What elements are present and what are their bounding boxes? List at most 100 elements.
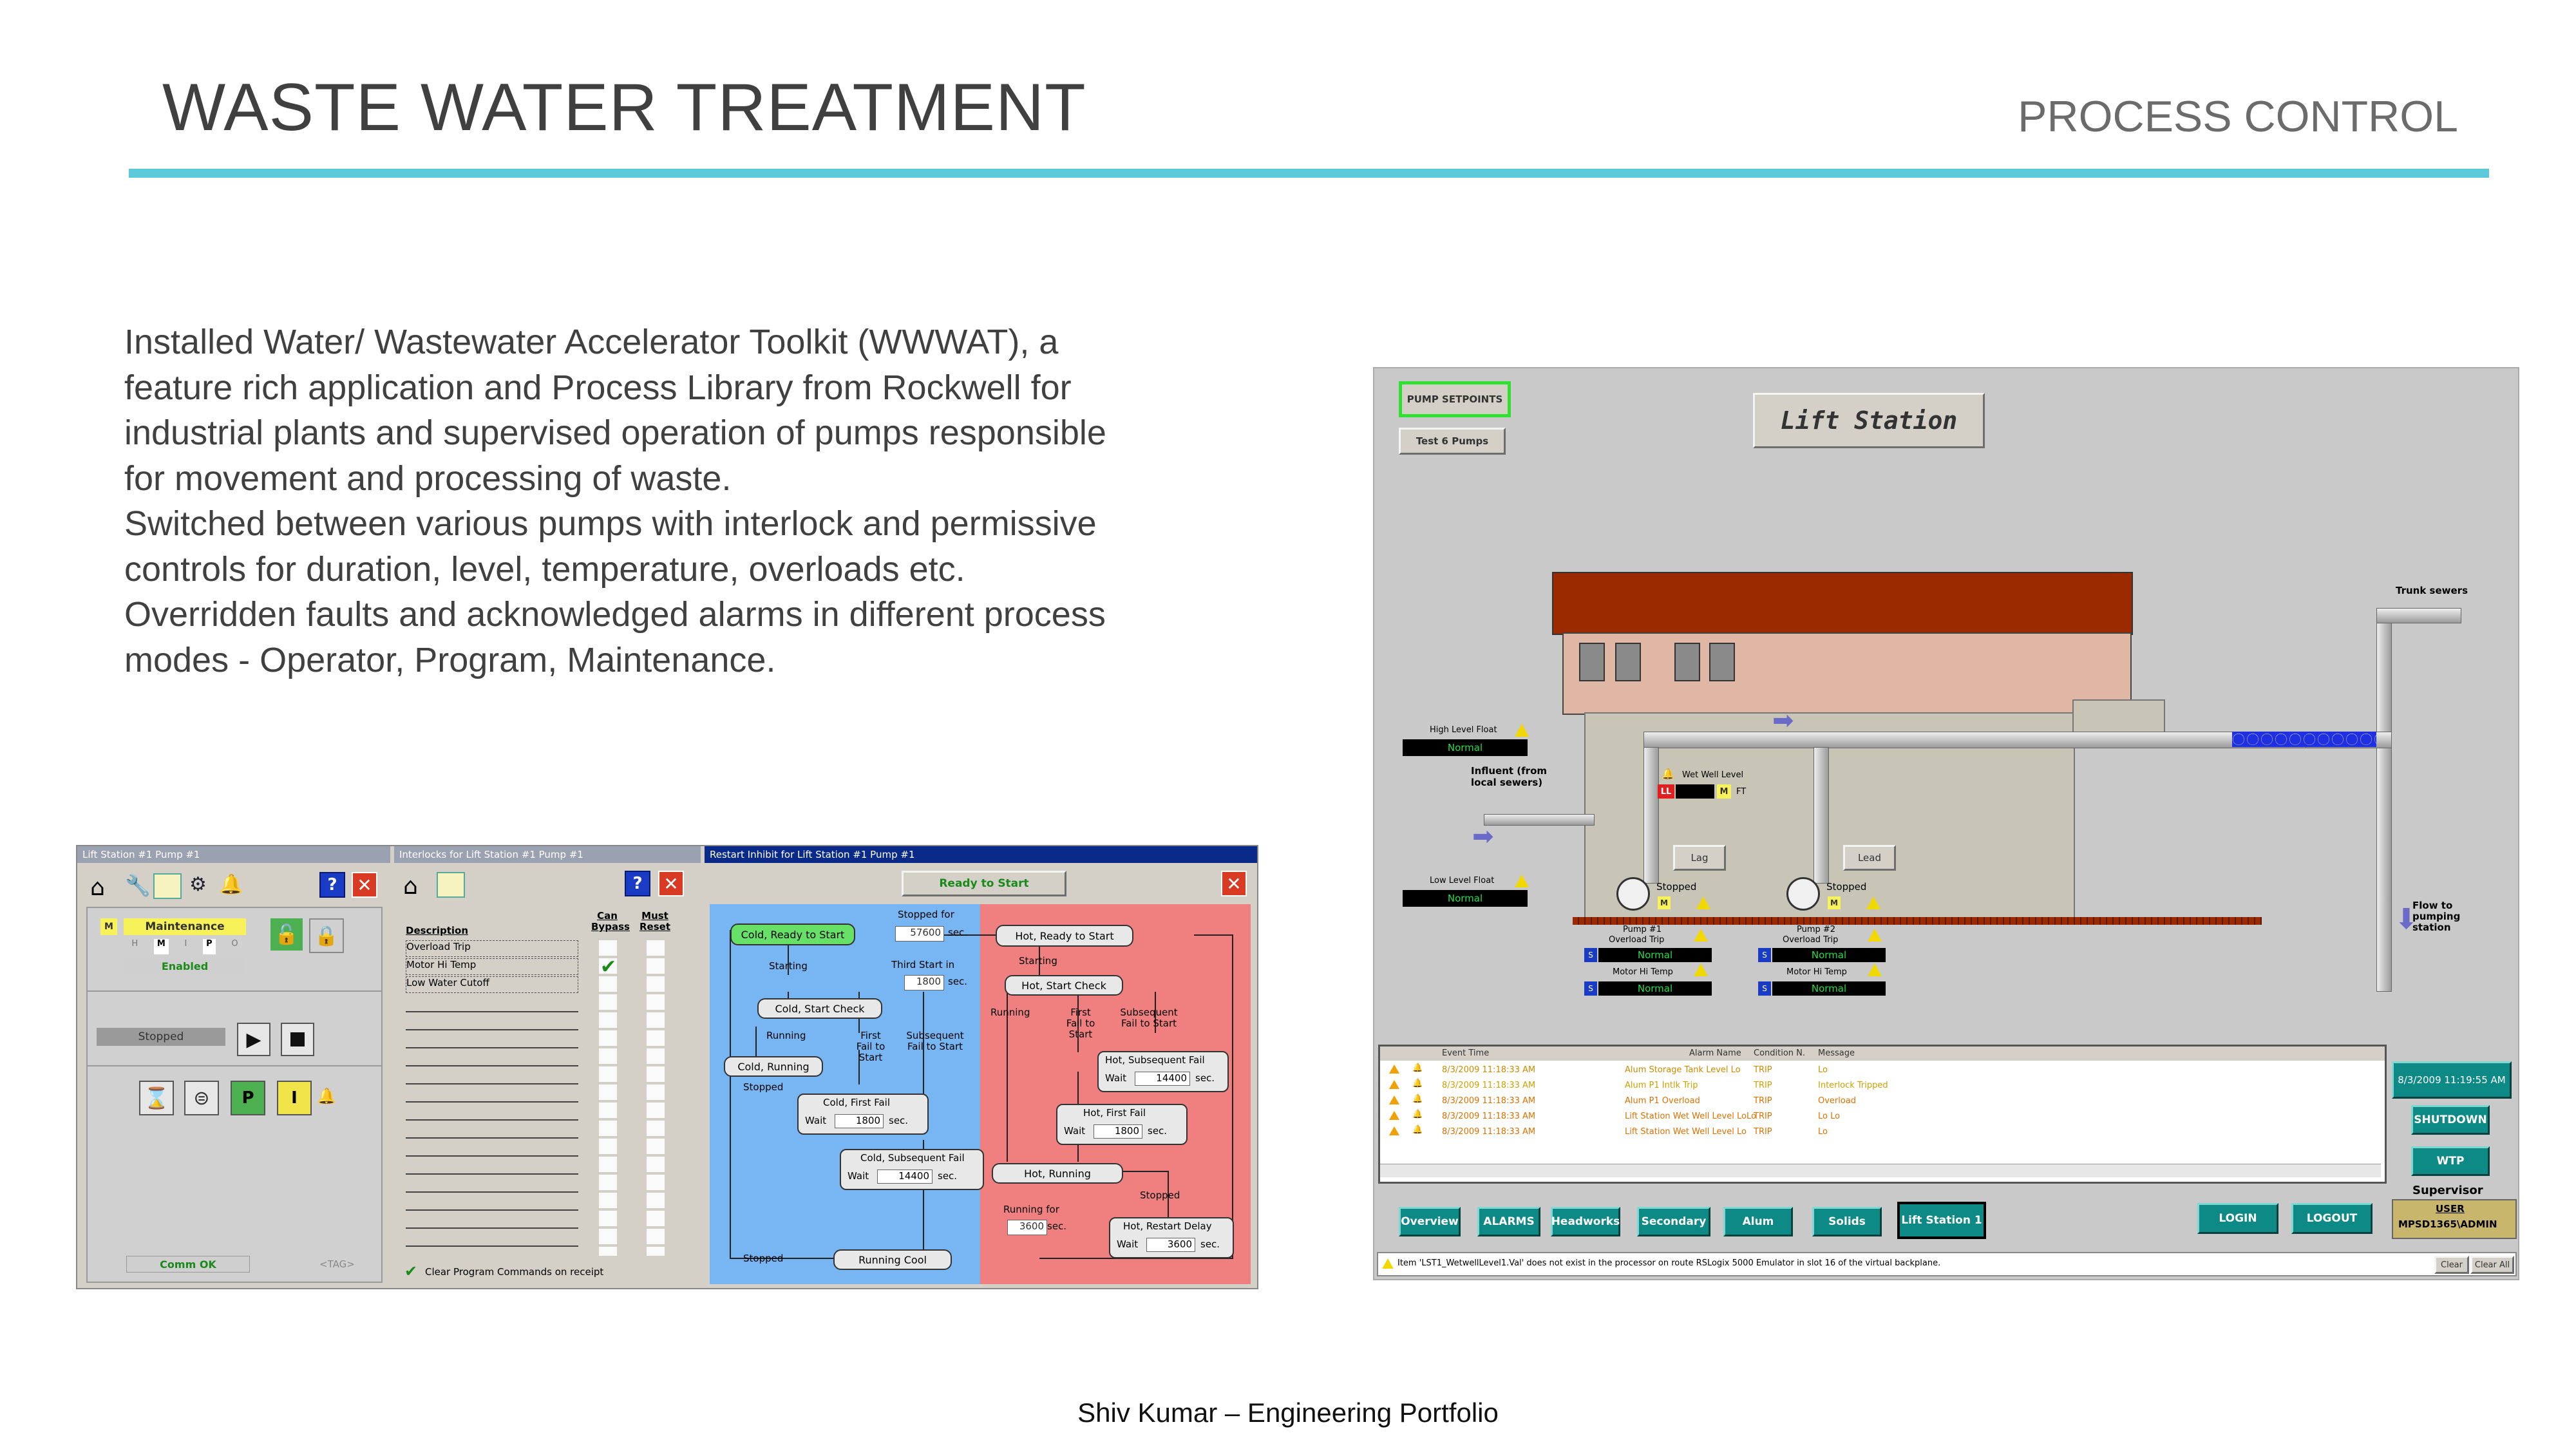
hot-running-state: Hot, Running	[992, 1163, 1123, 1184]
pump-setpoints-button[interactable]: PUMP SETPOINTS	[1399, 381, 1511, 417]
mode-key-h[interactable]: H	[131, 939, 138, 949]
cold-ready-state: Cold, Ready to Start	[730, 923, 855, 945]
alarm-summary[interactable]: Event Time Alarm Name Condition N. Messa…	[1378, 1045, 2387, 1184]
home-icon[interactable]: ⌂	[90, 875, 105, 901]
nav-solids[interactable]: Solids	[1812, 1207, 1882, 1236]
lock-icon[interactable]: 🔒	[309, 918, 344, 953]
nav-overview[interactable]: Overview	[1399, 1207, 1461, 1236]
title-divider	[129, 169, 2489, 178]
alarm-name: Alum Storage Tank Level Lo	[1625, 1065, 1741, 1075]
alarm-message: Interlock Tripped	[1818, 1081, 1888, 1090]
wait-value: 3600	[1146, 1238, 1195, 1252]
status-badge: S	[1584, 948, 1597, 962]
alarm-message: Overload	[1818, 1096, 1857, 1106]
mode-key-o[interactable]: O	[231, 939, 238, 949]
lock-open-icon[interactable]: 🔓	[270, 918, 303, 951]
pump1-mode: M	[1658, 896, 1671, 909]
warning-icon	[1515, 875, 1529, 887]
warning-icon	[1868, 929, 1882, 942]
lead-button[interactable]: Lead	[1843, 845, 1896, 871]
running-label: Running	[766, 1030, 806, 1041]
alarm-scrollbar[interactable]	[1380, 1164, 2381, 1177]
window	[1709, 643, 1735, 681]
restart-inhibit-icon[interactable]: I	[277, 1081, 312, 1115]
cold-subsequent-fail-label: Cold, Subsequent Fail	[860, 1152, 965, 1164]
hot-subsequent-fail-state: Hot, Subsequent Fail Wait 14400 sec.	[1097, 1051, 1229, 1092]
home-icon[interactable]: ⌂	[403, 873, 418, 900]
nav-alarms[interactable]: ALARMS	[1477, 1207, 1540, 1236]
stop-icon[interactable]	[281, 1023, 314, 1056]
permissive-icon[interactable]: P	[231, 1081, 265, 1115]
clear-all-button[interactable]: Clear All	[2470, 1256, 2514, 1274]
first-fail-label: First Fail to Start	[1066, 1007, 1095, 1040]
motor-value: Normal	[1772, 981, 1886, 996]
trend-icon[interactable]	[153, 873, 182, 899]
stopped-label: Stopped	[743, 1081, 784, 1093]
pump-state: Stopped	[97, 1028, 225, 1046]
alarm-condition: TRIP	[1754, 1127, 1772, 1137]
col-bypass: Can Bypass	[591, 910, 630, 933]
cold-subsequent-fail-state: Cold, Subsequent Fail Wait 14400 sec.	[840, 1149, 984, 1190]
stopped-for-label: Stopped for	[898, 909, 954, 920]
nav-headworks[interactable]: Headworks	[1551, 1207, 1620, 1236]
ready-status: Ready to Start	[902, 871, 1066, 896]
check-icon[interactable]: ✔	[600, 956, 617, 978]
user-box: USER MPSD1365\ADMIN	[2392, 1199, 2517, 1239]
wait-label: Wait	[1064, 1125, 1086, 1137]
interlock-icon[interactable]: ⊜	[184, 1081, 219, 1115]
wtp-button[interactable]: WTP	[2411, 1146, 2490, 1176]
close-icon[interactable]: ✕	[658, 871, 684, 896]
supervisor-label: Supervisor	[2412, 1184, 2483, 1197]
close-icon[interactable]: ✕	[1221, 871, 1247, 896]
mode-key-p[interactable]: P	[203, 939, 216, 954]
nav-lift-station-1[interactable]: Lift Station 1	[1897, 1202, 1986, 1239]
stopped-for-value: 57600	[895, 926, 944, 942]
mode-key-m[interactable]: M	[153, 939, 169, 954]
lag-button[interactable]: Lag	[1673, 845, 1726, 871]
help-icon[interactable]: ?	[319, 872, 345, 898]
hourglass-icon[interactable]: ⌛	[139, 1081, 174, 1115]
trend-icon[interactable]	[437, 872, 465, 898]
logout-button[interactable]: LOGOUT	[2291, 1203, 2372, 1234]
interlocks-panel: Interlocks for Lift Station #1 Pump #1 ⌂…	[394, 846, 701, 1288]
nav-secondary[interactable]: Secondary	[1637, 1207, 1710, 1236]
test-pumps-button[interactable]: Test 6 Pumps	[1399, 428, 1506, 455]
low-float-value: Normal	[1403, 890, 1528, 907]
pump-faceplate: Lift Station #1 Pump #1 ⌂ 🔧 ⚙ 🔔 ? ✕ M Ma…	[77, 846, 390, 1288]
header-alarm-name[interactable]: Alarm Name	[1689, 1048, 1741, 1058]
body-text: Installed Water/ Wastewater Accelerator …	[124, 319, 1155, 683]
trunk-top-pipe	[2376, 608, 2461, 623]
shutdown-button[interactable]: SHUTDOWN	[2411, 1105, 2490, 1135]
building-wall	[1562, 632, 2132, 715]
help-icon[interactable]: ?	[625, 871, 650, 896]
clear-button[interactable]: Clear	[2434, 1256, 2469, 1274]
warning-icon	[1382, 1258, 1394, 1269]
start-icon[interactable]: ▶	[237, 1023, 270, 1056]
overload-label: Overload Trip	[1609, 935, 1665, 945]
hot-first-fail-label: Hot, First Fail	[1083, 1107, 1146, 1119]
close-icon[interactable]: ✕	[352, 872, 377, 898]
hot-first-fail-state: Hot, First Fail Wait 1800 sec.	[1056, 1104, 1188, 1145]
alarm-time: 8/3/2009 11:18:33 AM	[1442, 1096, 1536, 1106]
alarm-bell-icon[interactable]: 🔔	[219, 873, 243, 896]
wet-well-value	[1676, 784, 1714, 799]
nav-alum[interactable]: Alum	[1723, 1207, 1793, 1236]
check-icon[interactable]: ✔	[404, 1262, 418, 1280]
sec-label: sec.	[889, 1115, 909, 1126]
alarm-bell-icon: 🔔	[1412, 1125, 1423, 1135]
header-message[interactable]: Message	[1818, 1048, 1855, 1058]
body-paragraph: Overridden faults and acknowledged alarm…	[124, 595, 1106, 679]
login-button[interactable]: LOGIN	[2197, 1203, 2278, 1234]
trunk-pipe	[2376, 616, 2392, 992]
settings-icon[interactable]: ⚙	[189, 873, 207, 896]
mode-key-i[interactable]: I	[184, 939, 187, 949]
warning-icon	[1694, 963, 1708, 976]
header-event-time[interactable]: Event Time	[1442, 1048, 1490, 1058]
wrench-icon[interactable]: 🔧	[125, 873, 151, 898]
header-condition[interactable]: Condition N.	[1754, 1048, 1806, 1058]
